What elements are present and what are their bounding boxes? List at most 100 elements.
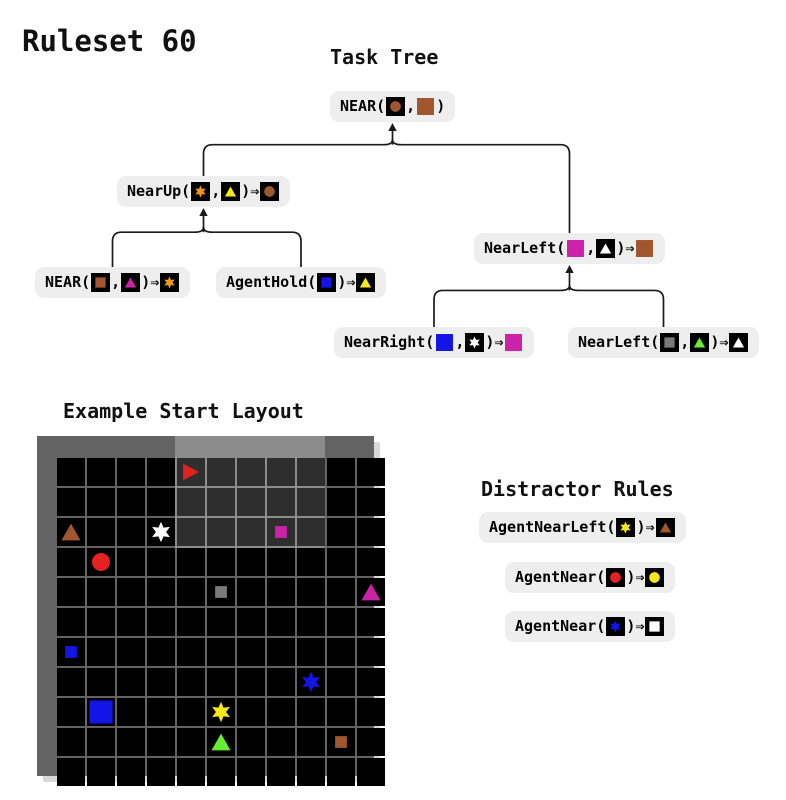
- grid-cell[interactable]: [177, 488, 205, 516]
- grid-cell[interactable]: [267, 458, 295, 486]
- grid-cell[interactable]: [207, 668, 235, 696]
- grid-cell[interactable]: [57, 608, 85, 636]
- grid-cell[interactable]: [237, 728, 265, 756]
- grid-cell[interactable]: [237, 758, 265, 786]
- grid-cell[interactable]: [267, 578, 295, 606]
- grid-cell[interactable]: [267, 638, 295, 666]
- grid-cell[interactable]: [147, 488, 175, 516]
- grid-cell[interactable]: [87, 668, 115, 696]
- grid-cell[interactable]: [147, 698, 175, 726]
- grid-cell[interactable]: [87, 638, 115, 666]
- grid-cell[interactable]: [327, 758, 355, 786]
- grid-cell-white-star[interactable]: [147, 518, 175, 546]
- grid-cell[interactable]: [117, 758, 145, 786]
- distractor-rule-agentnearleft-yellowstar[interactable]: AgentNearLeft()⇒: [479, 512, 686, 543]
- grid-cell[interactable]: [177, 668, 205, 696]
- grid-cell[interactable]: [267, 698, 295, 726]
- grid-cell[interactable]: [237, 488, 265, 516]
- grid-cell-green-triangle[interactable]: [207, 728, 235, 756]
- grid-cell[interactable]: [147, 668, 175, 696]
- grid-cell[interactable]: [297, 638, 325, 666]
- grid-cell[interactable]: [357, 728, 385, 756]
- grid-cell[interactable]: [57, 458, 85, 486]
- grid-cell[interactable]: [177, 698, 205, 726]
- grid-cell[interactable]: [357, 608, 385, 636]
- grid-cell[interactable]: [117, 518, 145, 546]
- grid-cell[interactable]: [237, 578, 265, 606]
- grid-cell-blue-square[interactable]: [87, 698, 115, 726]
- grid-cell[interactable]: [147, 548, 175, 576]
- grid-cell[interactable]: [117, 548, 145, 576]
- grid-cell[interactable]: [117, 458, 145, 486]
- tree-node-agenthold[interactable]: AgentHold()⇒: [216, 267, 387, 298]
- grid-cell[interactable]: [267, 548, 295, 576]
- grid-cell[interactable]: [177, 638, 205, 666]
- tree-node-nearup[interactable]: NearUp(,)⇒: [117, 176, 291, 207]
- grid-cell[interactable]: [87, 458, 115, 486]
- grid-cell[interactable]: [357, 548, 385, 576]
- grid-cell[interactable]: [357, 758, 385, 786]
- grid-cell[interactable]: [327, 458, 355, 486]
- grid-cell[interactable]: [357, 698, 385, 726]
- grid-cell[interactable]: [57, 698, 85, 726]
- grid-cell[interactable]: [237, 548, 265, 576]
- grid-cell[interactable]: [267, 758, 295, 786]
- grid-cell[interactable]: [327, 638, 355, 666]
- grid-cell[interactable]: [177, 758, 205, 786]
- grid-cell[interactable]: [237, 608, 265, 636]
- grid-cell[interactable]: [147, 728, 175, 756]
- tree-node-nearleft-magenta[interactable]: NearLeft(,)⇒: [474, 233, 666, 264]
- grid-cell[interactable]: [207, 458, 235, 486]
- grid-cell[interactable]: [87, 518, 115, 546]
- grid-cell[interactable]: [117, 728, 145, 756]
- grid-cell[interactable]: [117, 668, 145, 696]
- grid-cell[interactable]: [357, 668, 385, 696]
- grid-cell[interactable]: [177, 548, 205, 576]
- distractor-rule-agentnear-bluestar[interactable]: AgentNear()⇒: [505, 611, 676, 642]
- grid-cell[interactable]: [297, 728, 325, 756]
- tree-node-near-brown-magenta[interactable]: NEAR(,)⇒: [35, 267, 191, 298]
- grid-cell[interactable]: [117, 488, 145, 516]
- grid-cell[interactable]: [87, 578, 115, 606]
- grid-cell-magenta-triangle[interactable]: [357, 578, 385, 606]
- grid-cell[interactable]: [57, 488, 85, 516]
- grid-cell[interactable]: [297, 698, 325, 726]
- grid-cell-yellow-star[interactable]: [207, 698, 235, 726]
- grid-cell[interactable]: [147, 608, 175, 636]
- grid-cell[interactable]: [237, 668, 265, 696]
- grid-cell[interactable]: [327, 548, 355, 576]
- grid-cell[interactable]: [147, 458, 175, 486]
- grid-cell-brown-triangle[interactable]: [57, 518, 85, 546]
- grid-cell[interactable]: [267, 668, 295, 696]
- grid-cell[interactable]: [327, 608, 355, 636]
- grid-cell[interactable]: [327, 578, 355, 606]
- grid-cell[interactable]: [327, 518, 355, 546]
- grid-cell[interactable]: [237, 698, 265, 726]
- grid-cell-brown-square[interactable]: [327, 728, 355, 756]
- grid-cell[interactable]: [207, 608, 235, 636]
- grid-cell[interactable]: [147, 758, 175, 786]
- grid-cell[interactable]: [207, 518, 235, 546]
- grid-cell[interactable]: [87, 608, 115, 636]
- tree-node-nearright-blue[interactable]: NearRight(,)⇒: [334, 327, 535, 358]
- grid-cell[interactable]: [297, 578, 325, 606]
- grid-cell[interactable]: [297, 488, 325, 516]
- distractor-rule-agentnear-redcircle[interactable]: AgentNear()⇒: [505, 562, 676, 593]
- grid-cell[interactable]: [237, 518, 265, 546]
- grid-cell[interactable]: [177, 728, 205, 756]
- grid-cell[interactable]: [237, 458, 265, 486]
- grid-cell[interactable]: [117, 698, 145, 726]
- grid-cell[interactable]: [357, 518, 385, 546]
- tree-node-nearleft-gray[interactable]: NearLeft(,)⇒: [568, 327, 760, 358]
- grid-cell[interactable]: [57, 728, 85, 756]
- grid-cell-blue-square[interactable]: [57, 638, 85, 666]
- grid-cell[interactable]: [57, 578, 85, 606]
- grid-cell[interactable]: [297, 608, 325, 636]
- grid-cell[interactable]: [357, 458, 385, 486]
- tree-node-near-root[interactable]: NEAR(,): [330, 91, 456, 122]
- grid-cell[interactable]: [327, 698, 355, 726]
- grid-cell[interactable]: [327, 668, 355, 696]
- grid-cell[interactable]: [87, 758, 115, 786]
- grid-cell[interactable]: [207, 548, 235, 576]
- grid-cell[interactable]: [57, 758, 85, 786]
